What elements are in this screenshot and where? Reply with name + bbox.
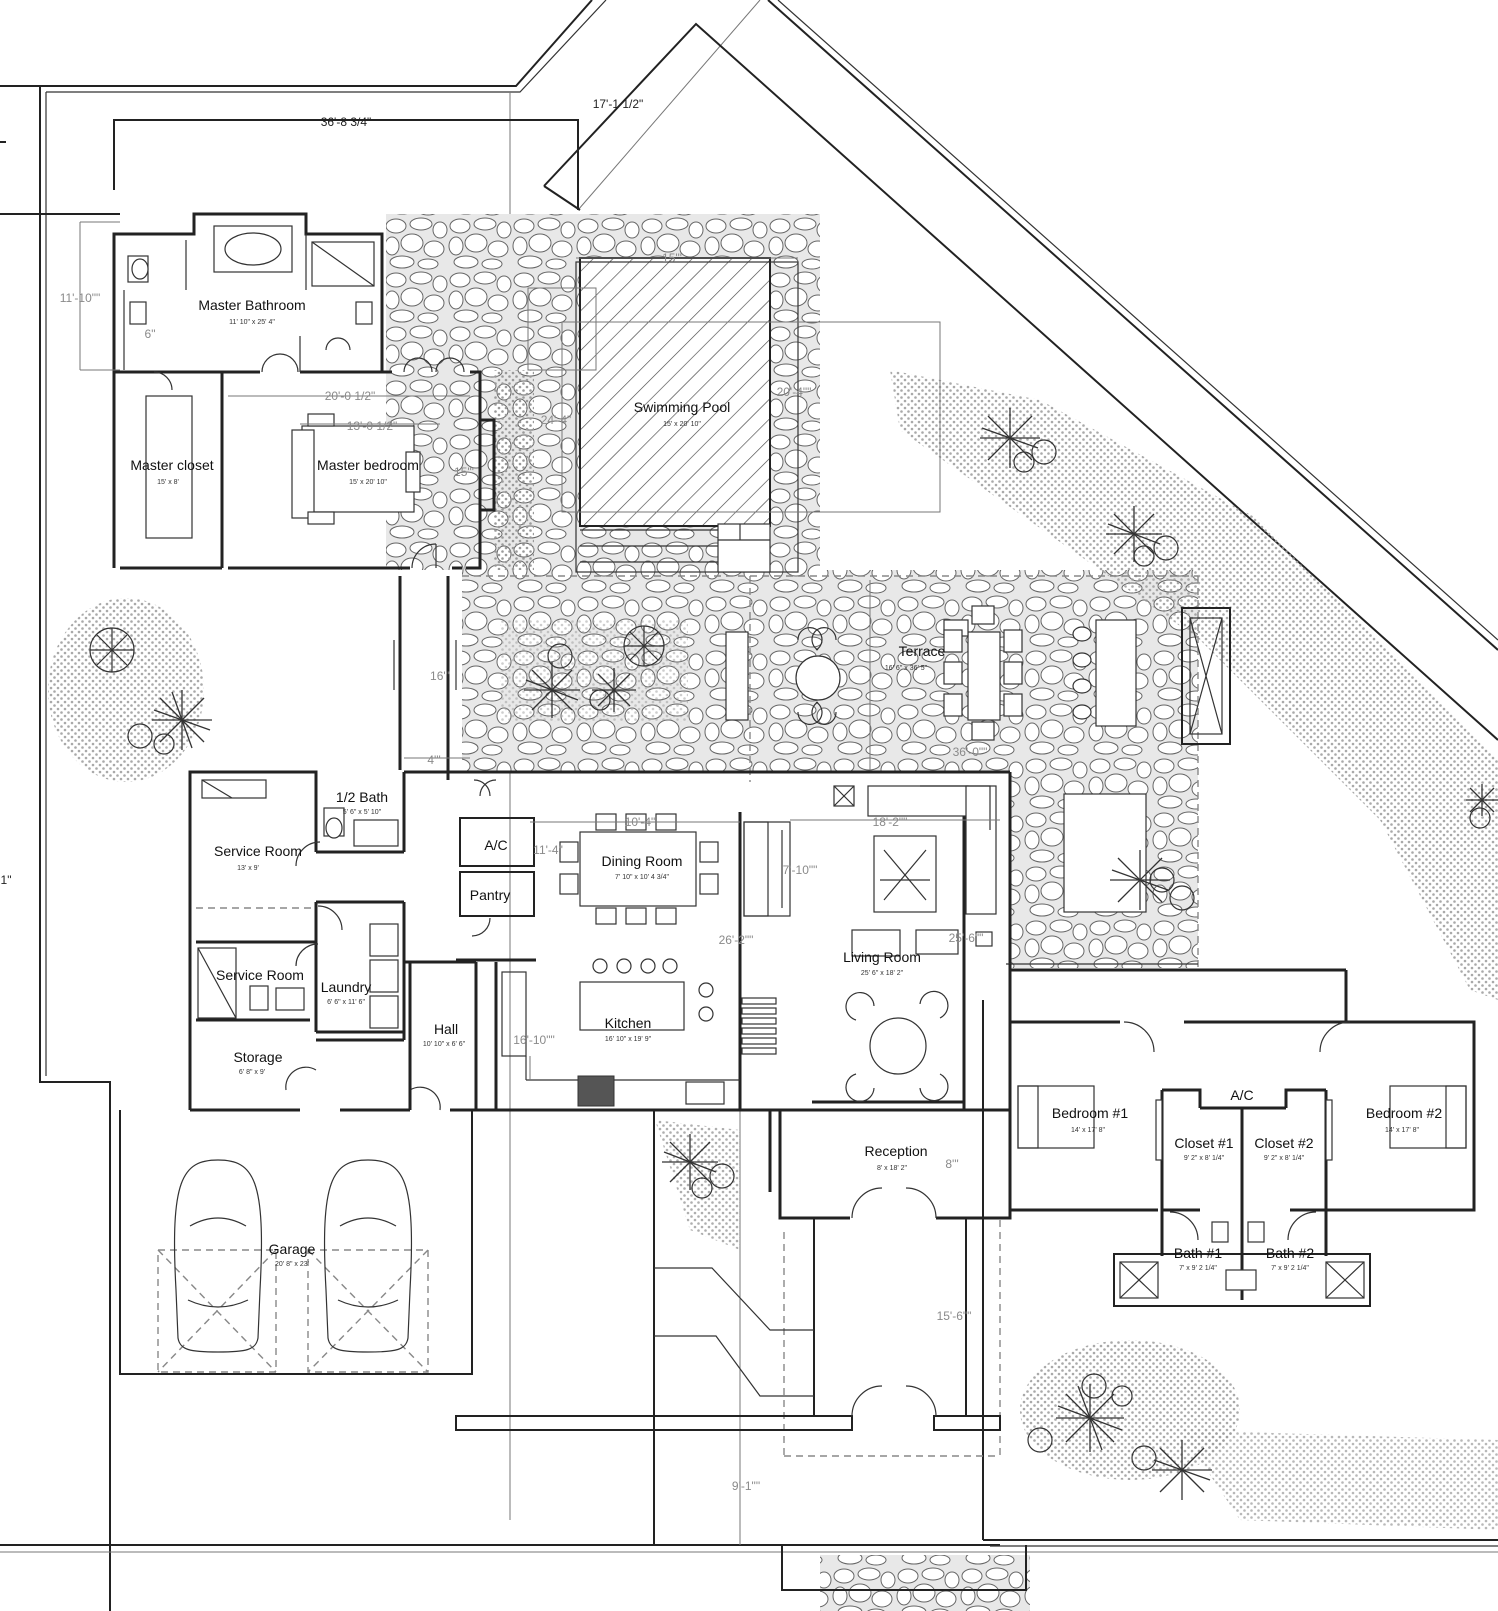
landscape-areas bbox=[48, 370, 1498, 1530]
central-fixtures bbox=[197, 779, 997, 1107]
dim-pool-width: 15'" bbox=[662, 251, 682, 265]
central-walls bbox=[188, 770, 1198, 1112]
dim-corridor-width: 4'" bbox=[427, 753, 440, 767]
service-room-size: 13' x 9' bbox=[237, 865, 259, 872]
dim-top-diag: 17'-1 1/2" bbox=[593, 97, 644, 111]
reception-size: 8' x 18' 2" bbox=[877, 1165, 908, 1172]
dim-walk-length: 9'-1"" bbox=[732, 1479, 760, 1493]
swimming-pool bbox=[527, 257, 941, 573]
dim-corridor: 16'" bbox=[430, 669, 450, 683]
master-bathroom-size: 11' 10" x 25' 4" bbox=[229, 319, 275, 326]
bath-2-size: 7' x 9' 2 1/4" bbox=[1271, 1265, 1309, 1272]
bedroom-2-size: 14' x 17' 8" bbox=[1385, 1127, 1419, 1134]
closet-1-label: Closet #1 bbox=[1174, 1135, 1233, 1151]
master-closet-size: 15' x 8' bbox=[157, 479, 179, 486]
dimension-labels: 36'-8 3/4" 17'-1 1/2" 15'" 11'-10"" 6" 2… bbox=[1, 97, 988, 1493]
pantry-label: Pantry bbox=[470, 887, 510, 903]
storage-size: 6' 8" x 9' bbox=[239, 1069, 265, 1076]
dim-sofa-depth: 7'-10"" bbox=[783, 863, 818, 877]
garage-label: Garage bbox=[269, 1241, 316, 1257]
master-closet-label: Master closet bbox=[130, 457, 213, 473]
dim-kitchen-width: 16'-10"" bbox=[513, 1033, 555, 1047]
dim-top-width: 36'-8 3/4" bbox=[321, 115, 372, 129]
dim-left-small: 6" bbox=[145, 327, 156, 341]
terrace-furniture bbox=[795, 605, 1231, 913]
reception-label: Reception bbox=[864, 1143, 927, 1159]
corridor-walls bbox=[393, 575, 1199, 968]
dining-room-size: 7' 10" x 10' 4 3/4" bbox=[615, 874, 669, 881]
closet-1-size: 9' 2" x 8' 1/4" bbox=[1184, 1155, 1225, 1162]
dining-room-label: Dining Room bbox=[602, 853, 683, 869]
dim-entry-length: 15'-6"" bbox=[937, 1309, 972, 1323]
closet-2-label: Closet #2 bbox=[1254, 1135, 1313, 1151]
ac-label: A/C bbox=[484, 837, 507, 853]
dim-reception-depth: 8'" bbox=[945, 1157, 958, 1171]
master-bedroom-label: Master bedroom bbox=[317, 457, 419, 473]
living-room-label: Living Room bbox=[843, 949, 921, 965]
laundry-label: Laundry bbox=[321, 979, 372, 995]
hall-label: Hall bbox=[434, 1021, 458, 1037]
ac-bedrooms-label: A/C bbox=[1230, 1087, 1253, 1103]
closet-2-size: 9' 2" x 8' 1/4" bbox=[1264, 1155, 1305, 1162]
garage-size: 20' 8" x 23' bbox=[275, 1261, 309, 1268]
bedroom-1-label: Bedroom #1 bbox=[1052, 1105, 1128, 1121]
bedroom-2-label: Bedroom #2 bbox=[1366, 1105, 1442, 1121]
dim-edge-mark: 1" bbox=[1, 873, 12, 887]
reception-entry bbox=[455, 1110, 1027, 1591]
half-bath-size: 5' 6" x 5' 10" bbox=[343, 809, 382, 816]
dim-dining-depth: 11'-4" bbox=[533, 843, 563, 857]
master-wing-walls bbox=[112, 212, 496, 570]
storage-label: Storage bbox=[233, 1049, 282, 1065]
room-labels: Master Bathroom 11' 10" x 25' 4" Master … bbox=[130, 297, 1442, 1272]
dim-bedroom-depth: 15'" bbox=[454, 465, 474, 479]
laundry-size: 6' 6" x 11' 6" bbox=[327, 999, 365, 1006]
bedroom-1-size: 14' x 17' 8" bbox=[1071, 1127, 1105, 1134]
service-room-label: Service Room bbox=[214, 843, 302, 859]
bath-1-label: Bath #1 bbox=[1174, 1245, 1222, 1261]
swimming-pool-label: Swimming Pool bbox=[634, 399, 730, 415]
garage bbox=[119, 1110, 473, 1375]
dim-bedroom-inner: 13'-0 1/2" bbox=[347, 419, 398, 433]
dim-living-side: 25'-6"" bbox=[949, 931, 984, 945]
dim-living-width: 18'-2"" bbox=[873, 815, 908, 829]
dim-deck-width: 24'-4" bbox=[541, 413, 572, 427]
terrace-label: Terrace bbox=[899, 643, 946, 659]
terrace-size: 16' 6" x 36' 5" bbox=[885, 665, 928, 672]
living-room-size: 25' 6" x 18' 2" bbox=[861, 970, 904, 977]
dim-pool-length: 20'-4"" bbox=[777, 385, 812, 399]
dim-kitchen-depth: 26'-2"" bbox=[719, 933, 754, 947]
kitchen-label: Kitchen bbox=[605, 1015, 652, 1031]
dim-left-height: 11'-10"" bbox=[60, 291, 101, 305]
service-room-2-label: Service Room bbox=[216, 967, 304, 983]
trees bbox=[89, 408, 1498, 1500]
hall-size: 10' 10" x 6' 6" bbox=[423, 1041, 466, 1048]
master-bathroom-label: Master Bathroom bbox=[198, 297, 305, 313]
bedroom-wing-walls bbox=[1008, 964, 1476, 1307]
dim-terrace-width: 36'-0"" bbox=[953, 745, 988, 759]
half-bath-label: 1/2 Bath bbox=[336, 789, 388, 805]
dimension-lines bbox=[79, 119, 1000, 1080]
bath-1-size: 7' x 9' 2 1/4" bbox=[1179, 1265, 1217, 1272]
dim-dining-width: 10'-4" bbox=[625, 815, 656, 829]
kitchen-size: 16' 10" x 19' 9" bbox=[605, 1036, 652, 1043]
bath-2-label: Bath #2 bbox=[1266, 1245, 1314, 1261]
swimming-pool-size: 15' x 20' 10" bbox=[663, 421, 701, 428]
dim-bedroom-width: 20'-0 1/2" bbox=[325, 389, 376, 403]
master-bedroom-size: 15' x 20' 10" bbox=[349, 479, 387, 486]
